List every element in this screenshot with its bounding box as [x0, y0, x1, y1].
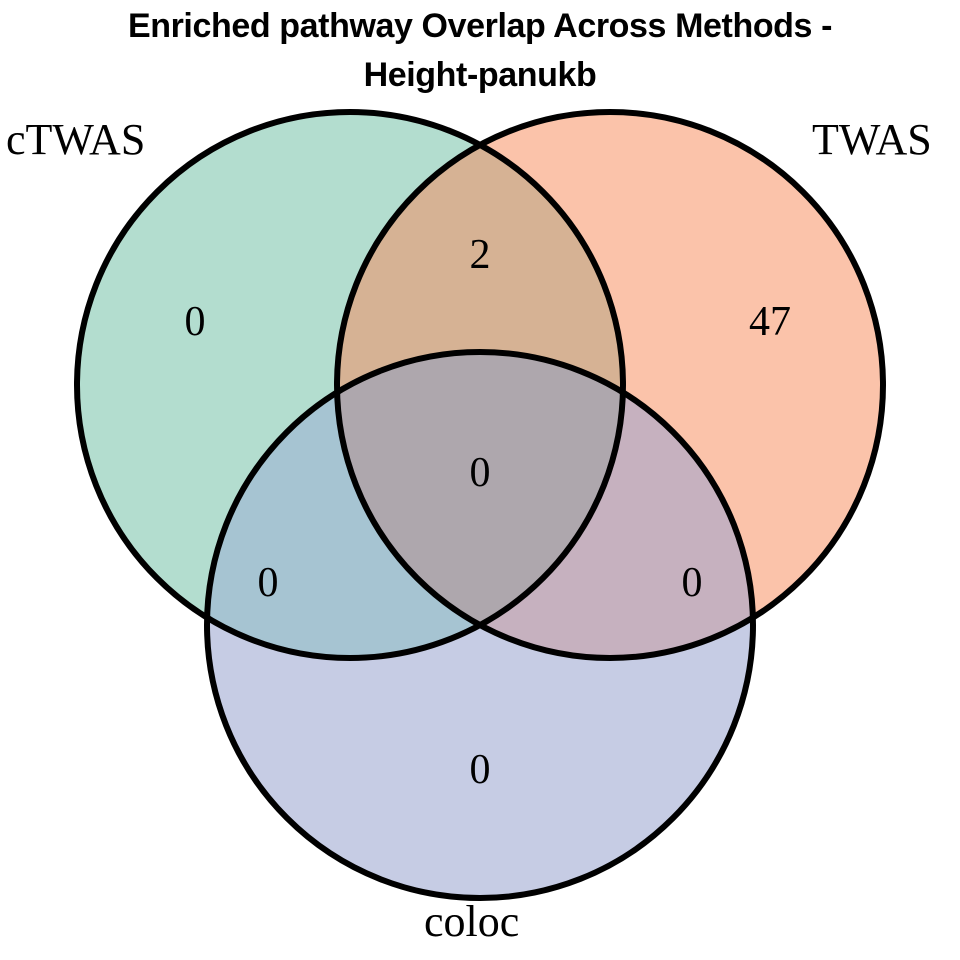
set-label-ctwas: cTWAS — [6, 115, 146, 164]
count-all-three: 0 — [469, 450, 491, 496]
count-ctwas-only: 0 — [184, 299, 206, 345]
count-ctwas-coloc: 0 — [257, 560, 279, 606]
circle-outline-ctwas — [74, 109, 626, 661]
circle-outline-coloc — [204, 349, 756, 901]
circle-outline-twas — [334, 109, 886, 661]
page-title: Enriched pathway Overlap Across Methods … — [127, 7, 833, 94]
count-twas-only: 47 — [749, 299, 791, 345]
set-label-twas: TWAS — [812, 115, 932, 164]
count-ctwas-twas: 2 — [469, 232, 491, 278]
count-twas-coloc: 0 — [681, 560, 703, 606]
set-label-coloc: coloc — [424, 897, 520, 946]
count-coloc-only: 0 — [469, 747, 491, 793]
